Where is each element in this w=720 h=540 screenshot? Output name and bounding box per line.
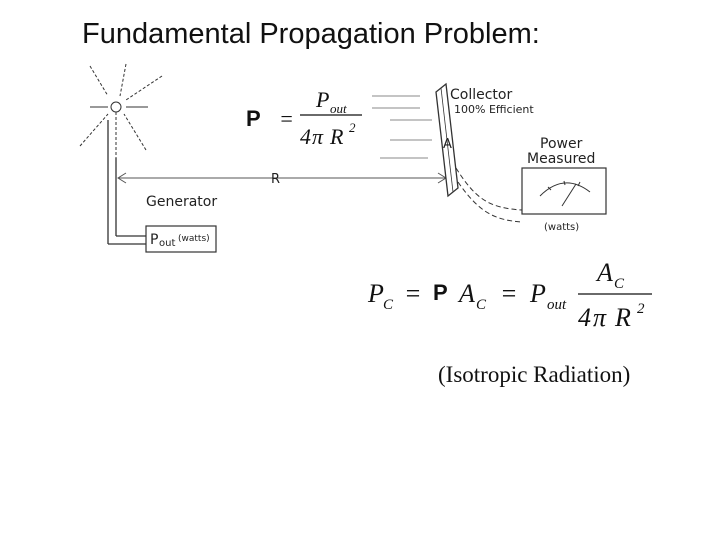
meter-units: (watts) [544, 222, 579, 233]
eq2-equals-2: = [500, 279, 518, 308]
power-meter-box [521, 167, 607, 215]
eq1-den-R: R [329, 124, 344, 149]
eq2-num-A: A [595, 258, 613, 287]
eq2-num-sub: C [614, 276, 625, 292]
eq1-den-coef: 4 [300, 124, 311, 149]
distance-label: R [271, 172, 280, 187]
meter-gauge-icon [539, 180, 591, 207]
wave-lines [372, 95, 432, 159]
collector-area-label: A [443, 137, 452, 152]
eq2-den-exp: 2 [637, 301, 645, 317]
eq2-bold-P: P [433, 280, 448, 305]
eq2-P: P [367, 279, 384, 308]
collector-label: Collector [450, 87, 512, 103]
collector-efficiency: 100% Efficient [454, 103, 534, 116]
eq2-sub-C2: C [476, 297, 487, 313]
eq1-lhs: P [246, 106, 261, 131]
isotropic-caption: (Isotropic Radiation) [438, 362, 631, 387]
eq2-den-R: R [614, 303, 631, 332]
generator-box [145, 225, 217, 253]
distance-arrow [117, 172, 447, 184]
eq2-den-coef: 4 [578, 303, 591, 332]
eq1-den-exp: 2 [349, 120, 356, 135]
power-label-2: Measured [527, 151, 595, 167]
eq2-P2: P [529, 279, 546, 308]
eq2-den-pi: π [593, 303, 607, 332]
slide-title: Fundamental Propagation Problem: [82, 18, 540, 50]
pout-subscript: out [159, 238, 175, 249]
pout-units: (watts) [178, 234, 210, 244]
eq1-equals: = [279, 106, 294, 131]
eq2-equals-1: = [404, 279, 422, 308]
eq1-num-sub: out [330, 101, 347, 116]
eq1-den-pi: π [312, 124, 324, 149]
antenna-radiation-icon [79, 63, 163, 158]
eq1-num-P: P [315, 87, 329, 112]
generator-label: Generator [146, 194, 217, 210]
collector-cable [455, 167, 523, 211]
power-label-1: Power [540, 136, 583, 152]
eq2-A: A [457, 279, 475, 308]
eq2-sub-out: out [547, 297, 567, 313]
eq2-sub-C: C [383, 297, 394, 313]
pout-symbol: P [150, 232, 158, 248]
